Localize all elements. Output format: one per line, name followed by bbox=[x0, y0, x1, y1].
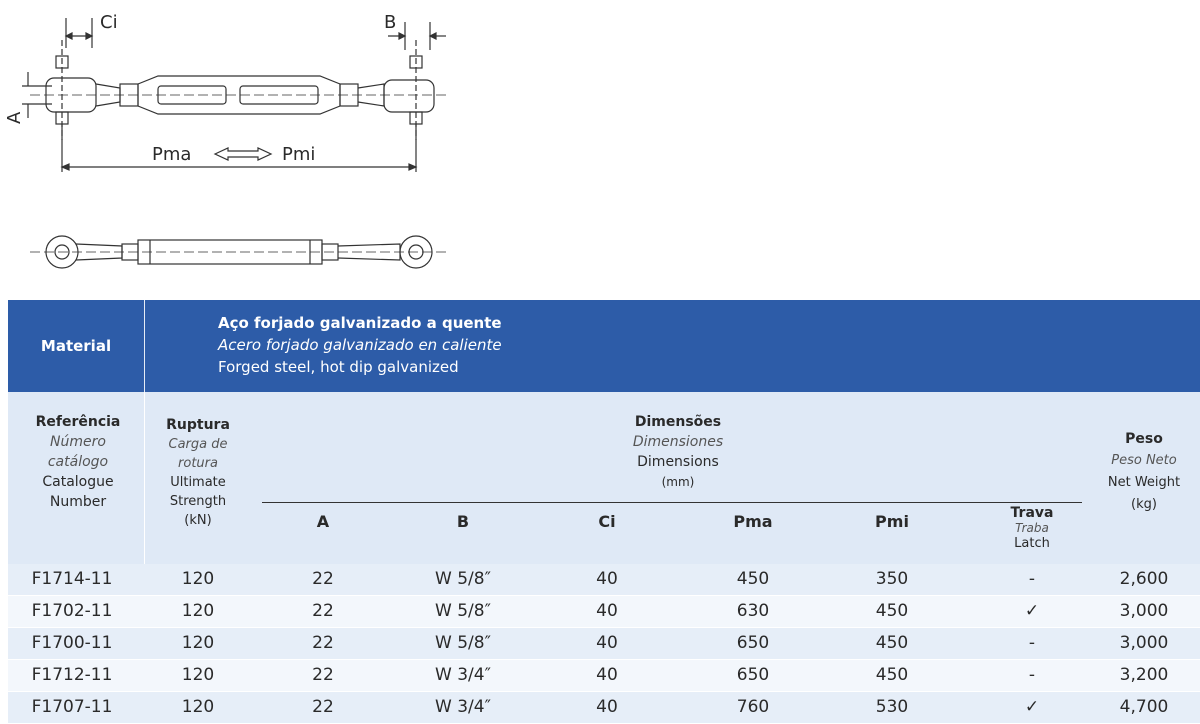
header-a: A bbox=[316, 512, 330, 531]
cell-latch: - bbox=[1028, 665, 1036, 685]
cell-ci: 40 bbox=[596, 665, 618, 685]
cell-a: 22 bbox=[312, 665, 334, 685]
cell-pma: 650 bbox=[736, 665, 770, 685]
cell-weight: 3,000 bbox=[1119, 633, 1169, 653]
header-weight: Peso Peso Neto Net Weight (kg) bbox=[1107, 431, 1181, 512]
cell-ci: 40 bbox=[596, 601, 618, 621]
header-ci: Ci bbox=[598, 512, 616, 531]
label-ci: Ci bbox=[100, 12, 118, 33]
label-b: B bbox=[384, 12, 396, 33]
cell-ci: 40 bbox=[596, 569, 618, 589]
cell-pmi: 450 bbox=[875, 633, 909, 653]
cell-weight: 3,000 bbox=[1119, 601, 1169, 621]
material-desc-es: Acero forjado galvanizado en caliente bbox=[218, 336, 502, 354]
cell-b: W 5/8″ bbox=[435, 633, 491, 653]
column-separator bbox=[144, 392, 145, 718]
material-row: Material Aço forjado galvanizado a quent… bbox=[8, 300, 1200, 392]
cell-latch: ✓ bbox=[1024, 697, 1040, 717]
cell-pma: 450 bbox=[736, 569, 770, 589]
table-row: F1707-11 120 22 W 3/4″ 40 760 530 ✓ 4,70… bbox=[8, 692, 1200, 724]
cell-ci: 40 bbox=[596, 633, 618, 653]
cell-rupture: 120 bbox=[181, 601, 215, 621]
spec-table: Material Aço forjado galvanizado a quent… bbox=[8, 300, 1200, 724]
cell-rupture: 120 bbox=[181, 633, 215, 653]
header-latch: Trava Traba Latch bbox=[1010, 505, 1054, 552]
cell-weight: 4,700 bbox=[1119, 697, 1169, 717]
cell-a: 22 bbox=[312, 633, 334, 653]
table-row: F1702-11 120 22 W 5/8″ 40 630 450 ✓ 3,00… bbox=[8, 596, 1200, 628]
cell-reference: F1702-11 bbox=[31, 601, 113, 621]
cell-pma: 760 bbox=[736, 697, 770, 717]
table-row: F1712-11 120 22 W 3/4″ 40 650 450 - 3,20… bbox=[8, 660, 1200, 692]
cell-a: 22 bbox=[312, 697, 334, 717]
cell-pmi: 450 bbox=[875, 601, 909, 621]
label-pmi: Pmi bbox=[282, 144, 315, 165]
header-reference: Referência Número catálogo Catalogue Num… bbox=[35, 414, 121, 510]
cell-reference: F1714-11 bbox=[31, 569, 113, 589]
header-rupture: Ruptura Carga de rotura Ultimate Strengt… bbox=[166, 417, 230, 528]
cell-b: W 5/8″ bbox=[435, 569, 491, 589]
header-b: B bbox=[456, 512, 470, 531]
material-desc-en: Forged steel, hot dip galvanized bbox=[218, 358, 459, 376]
cell-rupture: 120 bbox=[181, 665, 215, 685]
cell-rupture: 120 bbox=[181, 697, 215, 717]
column-header bbox=[8, 392, 1200, 564]
cell-reference: F1712-11 bbox=[31, 665, 113, 685]
cell-weight: 2,600 bbox=[1119, 569, 1169, 589]
cell-reference: F1707-11 bbox=[31, 697, 113, 717]
label-a: A bbox=[4, 111, 25, 124]
cell-pma: 630 bbox=[736, 601, 770, 621]
table-body: F1714-11 120 22 W 5/8″ 40 450 350 - 2,60… bbox=[8, 564, 1200, 724]
cell-a: 22 bbox=[312, 601, 334, 621]
cell-b: W 5/8″ bbox=[435, 601, 491, 621]
cell-reference: F1700-11 bbox=[31, 633, 113, 653]
material-description: Aço forjado galvanizado a quente Acero f… bbox=[218, 312, 502, 378]
dimensions-underline bbox=[262, 502, 1082, 503]
cell-pmi: 350 bbox=[875, 569, 909, 589]
turnbuckle-drawings: Ci B A Pma Pmi bbox=[4, 12, 448, 269]
cell-pmi: 450 bbox=[875, 665, 909, 685]
cell-b: W 3/4″ bbox=[435, 697, 491, 717]
label-pma: Pma bbox=[152, 144, 191, 165]
cell-ci: 40 bbox=[596, 697, 618, 717]
cell-latch: - bbox=[1028, 633, 1036, 653]
cell-a: 22 bbox=[312, 569, 334, 589]
cell-latch: - bbox=[1028, 569, 1036, 589]
header-dimensions: Dimensões Dimensiones Dimensions (mm) bbox=[632, 414, 724, 489]
material-desc-pt: Aço forjado galvanizado a quente bbox=[218, 314, 502, 332]
header-pma: Pma bbox=[733, 512, 773, 531]
cell-pma: 650 bbox=[736, 633, 770, 653]
cell-weight: 3,200 bbox=[1119, 665, 1169, 685]
cell-latch: ✓ bbox=[1024, 601, 1040, 621]
table-row: F1700-11 120 22 W 5/8″ 40 650 450 - 3,00… bbox=[8, 628, 1200, 660]
material-label: Material bbox=[8, 300, 145, 392]
cell-b: W 3/4″ bbox=[435, 665, 491, 685]
header-pmi: Pmi bbox=[875, 512, 909, 531]
table-row: F1714-11 120 22 W 5/8″ 40 450 350 - 2,60… bbox=[8, 564, 1200, 596]
cell-rupture: 120 bbox=[181, 569, 215, 589]
cell-pmi: 530 bbox=[875, 697, 909, 717]
